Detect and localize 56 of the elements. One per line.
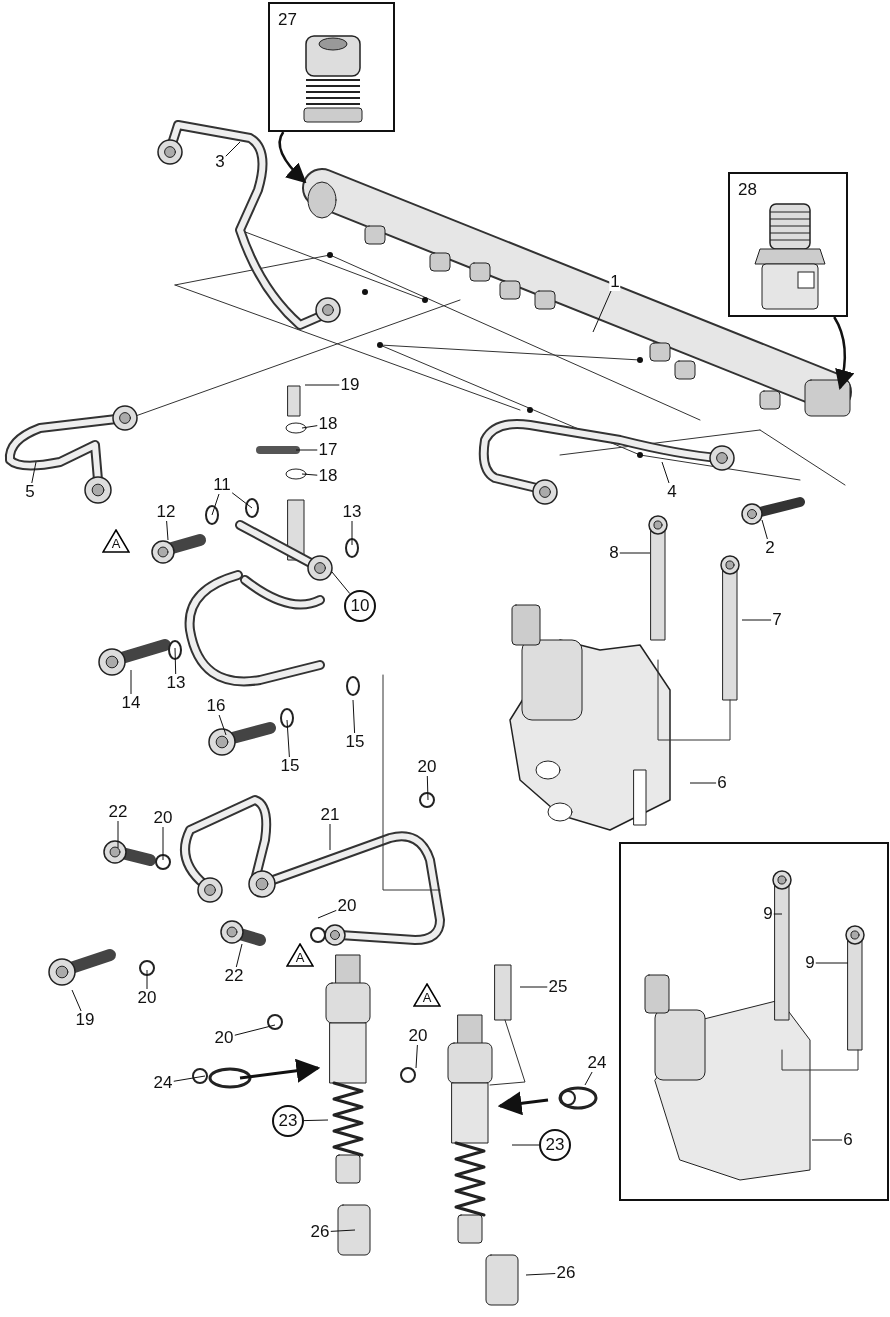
- callout-number: 23: [272, 1105, 304, 1137]
- leader-line: [235, 943, 243, 968]
- callout-number: 28: [738, 180, 757, 200]
- leader-line: [31, 461, 37, 484]
- leader-line: [146, 969, 148, 990]
- leader-line: [173, 1075, 206, 1082]
- reference-mark: A: [102, 529, 130, 553]
- leader-line: [811, 1139, 843, 1141]
- leader-line: [130, 669, 132, 695]
- callout-number: 1: [609, 273, 621, 291]
- leader-line: [295, 449, 318, 451]
- arrow: [833, 316, 855, 390]
- leader-line: [351, 520, 353, 546]
- leader-line: [211, 493, 220, 516]
- leader-line: [117, 820, 119, 849]
- callout-number: 27: [278, 10, 297, 30]
- leader-line: [519, 986, 548, 988]
- leader-line: [166, 520, 169, 541]
- leader-line: [286, 719, 290, 758]
- leader-line: [331, 571, 351, 595]
- leader-line: [174, 647, 177, 675]
- leader-line: [329, 823, 331, 851]
- callout-number: 23: [539, 1129, 571, 1161]
- leader-line: [330, 1229, 356, 1232]
- leader-line: [689, 782, 717, 784]
- callout-number: 10: [344, 590, 376, 622]
- leader-line: [352, 699, 356, 734]
- leader-line: [317, 909, 337, 919]
- leader-line: [303, 1119, 329, 1122]
- inset-frame: [268, 2, 395, 132]
- callout-number: 11: [212, 476, 232, 494]
- leader-line: [761, 519, 768, 540]
- leader-line: [584, 1071, 593, 1086]
- leader-line: [619, 552, 651, 554]
- reference-mark: A: [413, 983, 441, 1007]
- leader-line: [592, 290, 612, 333]
- leader-line: [231, 492, 253, 509]
- leader-line: [301, 473, 318, 476]
- leader-line: [741, 619, 772, 621]
- leader-line: [815, 962, 849, 964]
- inset-frame: [728, 172, 848, 317]
- reference-mark: A: [286, 943, 314, 967]
- leader-line: [304, 384, 340, 386]
- leader-line: [234, 1024, 276, 1036]
- leader-line: [225, 141, 241, 157]
- leader-line: [301, 425, 318, 429]
- arrow: [278, 131, 307, 184]
- leader-line: [71, 989, 82, 1012]
- leader-line: [511, 1144, 540, 1146]
- leader-line: [162, 826, 164, 861]
- leader-line: [773, 913, 783, 915]
- leader-line: [525, 1273, 556, 1276]
- leader-line: [426, 775, 429, 801]
- leader-line: [218, 714, 227, 736]
- leader-line: [415, 1044, 418, 1069]
- leader-line: [661, 461, 670, 484]
